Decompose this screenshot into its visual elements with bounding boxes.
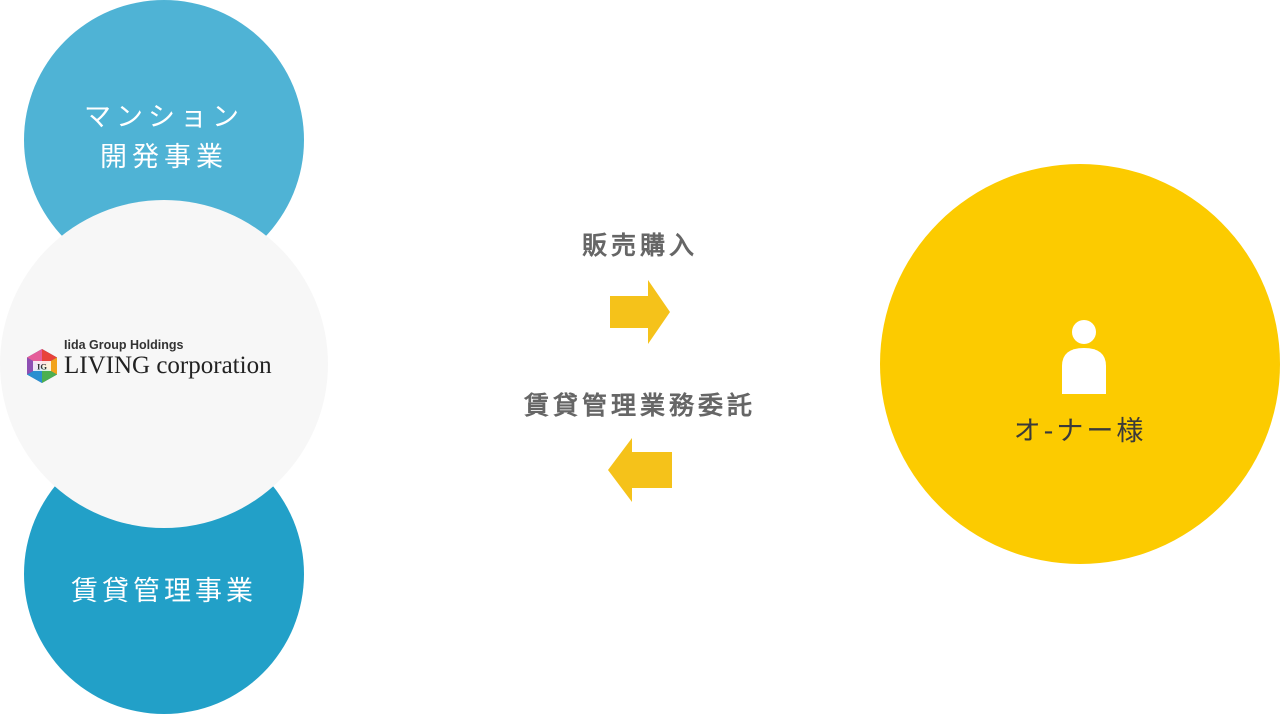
svg-text:IG: IG (37, 362, 47, 372)
owner-label: オ-ナー様 (1013, 416, 1147, 447)
owner-circle: オ-ナー様 (880, 164, 1280, 564)
company-logo-mark-icon: IG (27, 349, 57, 383)
arrow-right-icon (610, 280, 670, 344)
company-logo-subtitle: Iida Group Holdings (64, 338, 184, 352)
rental-flow-label: 賃貸管理業務委託 (523, 391, 756, 420)
arrow-left-icon (608, 438, 672, 502)
rental-management-label: 賃貸管理事業 (71, 576, 257, 607)
sale-flow-label: 販売購入 (581, 231, 698, 260)
mansion-development-label: マンション 開発事業 (24, 98, 304, 178)
company-circle: IG Iida Group Holdings LIVING corporatio… (0, 200, 328, 528)
company-logo-name: LIVING corporation (64, 352, 272, 379)
mansion-label-line2: 開発事業 (100, 142, 228, 173)
company-logo: IG Iida Group Holdings LIVING corporatio… (24, 338, 314, 388)
mansion-label-line1: マンション (84, 102, 244, 133)
person-icon (1062, 320, 1106, 394)
